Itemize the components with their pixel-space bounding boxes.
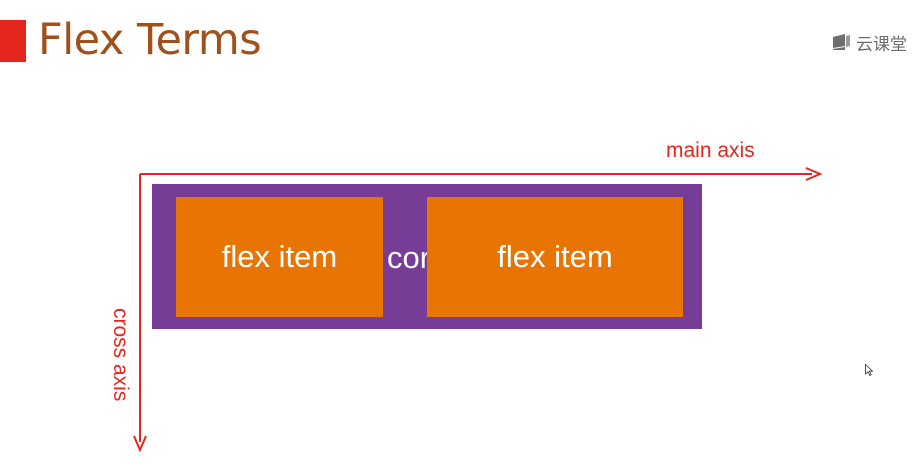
- main-axis-label: main axis: [666, 139, 755, 162]
- brand-text: 云课堂: [856, 34, 907, 55]
- flex-container: cor flex item flex item: [152, 184, 702, 329]
- flex-item-2: flex item: [427, 197, 683, 317]
- cross-axis-label: cross axis: [109, 308, 132, 402]
- mouse-cursor-icon: [865, 364, 873, 376]
- cross-axis-arrowhead: [133, 435, 147, 453]
- container-label: cor: [387, 240, 431, 275]
- flex-item-label: flex item: [221, 239, 338, 274]
- cloud-classroom-icon: [833, 34, 850, 50]
- flex-item-1: flex item: [176, 197, 383, 317]
- title-accent-bar: [0, 20, 26, 62]
- main-axis-arrowhead: [805, 167, 823, 181]
- flex-item-label: flex item: [497, 239, 613, 274]
- slide-title: Flex Terms: [38, 15, 262, 65]
- brand-logo: 云课堂: [831, 30, 907, 55]
